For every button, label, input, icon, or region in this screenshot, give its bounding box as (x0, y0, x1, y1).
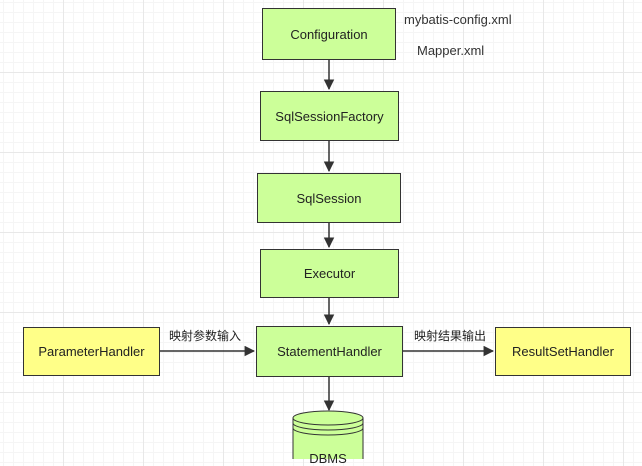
configuration-node[interactable]: Configuration (262, 8, 396, 60)
result-set-handler-label: ResultSetHandler (512, 344, 614, 359)
dbms-cylinder (292, 410, 364, 459)
mapper-file-note: Mapper.xml (417, 43, 485, 58)
parameter-handler-label: ParameterHandler (38, 344, 145, 359)
configuration-label: Configuration (290, 26, 368, 42)
sql-session-factory-label: SqlSessionFactory (275, 108, 384, 124)
executor-node[interactable]: Executor (260, 249, 399, 298)
parameter-handler-node[interactable]: ParameterHandler (23, 327, 160, 376)
sql-session-node[interactable]: SqlSession (257, 173, 401, 223)
executor-label: Executor (303, 266, 356, 281)
statement-handler-node[interactable]: StatementHandler (256, 326, 403, 377)
result-set-handler-node[interactable]: ResultSetHandler (495, 327, 631, 376)
sql-session-label: SqlSession (296, 190, 362, 206)
config-file-note: mybatis-config.xml (404, 12, 512, 27)
parameter-mapping-label: 映射参数输入 (169, 329, 242, 343)
statement-handler-label: StatementHandler (277, 344, 382, 359)
result-mapping-label: 映射结果输出 (414, 329, 487, 343)
sql-session-factory-node[interactable]: SqlSessionFactory (260, 91, 399, 141)
